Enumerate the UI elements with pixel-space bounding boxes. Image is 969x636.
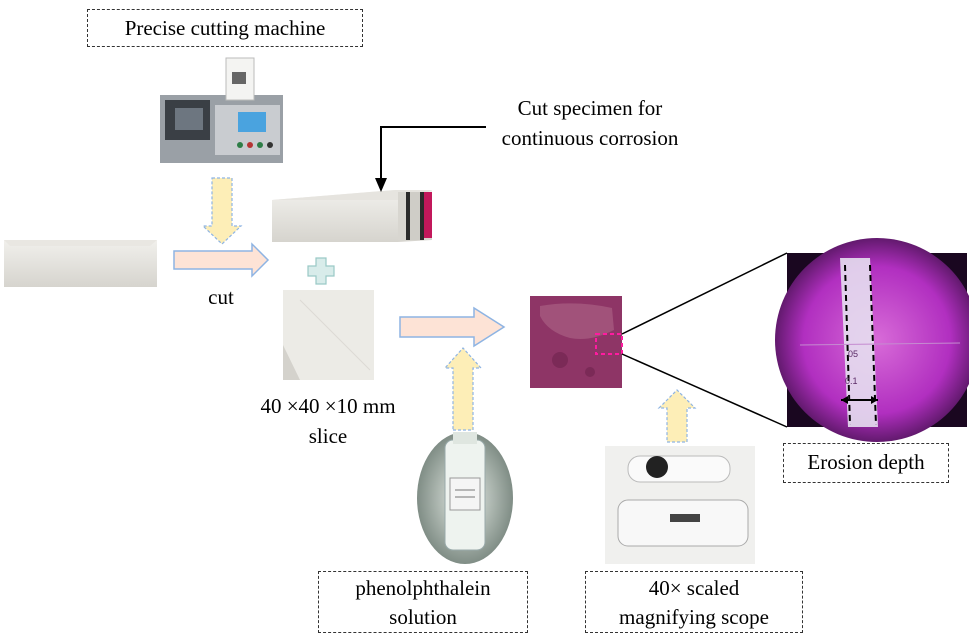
zoom-lines [621, 252, 788, 428]
stained-slice-photo [530, 296, 623, 388]
phenol-line1: phenolphthalein [355, 576, 491, 600]
erosion-depth-text: Erosion depth [807, 450, 925, 474]
magnifier-photo [605, 446, 755, 564]
up-arrow-scope [657, 389, 697, 443]
scope-line1: 40× scaled [648, 576, 740, 600]
cutting-machine-text: Precise cutting machine [124, 16, 326, 40]
up-arrow-phenol [443, 347, 483, 431]
concrete-prism-photo [4, 240, 157, 287]
cut-specimen-line2: continuous corrosion [501, 126, 679, 150]
cut-arrow [173, 242, 270, 278]
slice-size-line2: slice [308, 424, 348, 448]
phenol-line2: solution [389, 605, 457, 629]
process-arrow [399, 306, 506, 348]
micrograph-photo: 05 0.1 [775, 238, 969, 442]
bottle-photo [417, 432, 513, 564]
slice-size-label: 40 ×40 ×10 mm slice [222, 393, 434, 449]
scope-line2: magnifying scope [619, 605, 769, 629]
cut-specimen-line1: Cut specimen for [517, 96, 663, 120]
phenolphthalein-label: phenolphthalein solution [318, 571, 528, 633]
cut-label: cut [208, 285, 234, 309]
scale-mark-2: 0.1 [845, 376, 858, 386]
cutting-machine-label: Precise cutting machine [87, 9, 363, 47]
cut-specimen-photo [272, 190, 432, 242]
pointer-arrow [375, 126, 486, 192]
cutting-machine-photo [160, 57, 283, 163]
cut-specimen-label: Cut specimen for continuous corrosion [470, 95, 710, 151]
erosion-depth-label: Erosion depth [783, 443, 949, 483]
scope-label: 40× scaled magnifying scope [585, 571, 803, 633]
scale-mark-1: 05 [848, 349, 858, 359]
plus-icon [307, 257, 335, 285]
slice-size-line1: 40 ×40 ×10 mm [260, 394, 396, 418]
slice-photo [283, 290, 374, 380]
down-arrow-machine [201, 177, 243, 245]
